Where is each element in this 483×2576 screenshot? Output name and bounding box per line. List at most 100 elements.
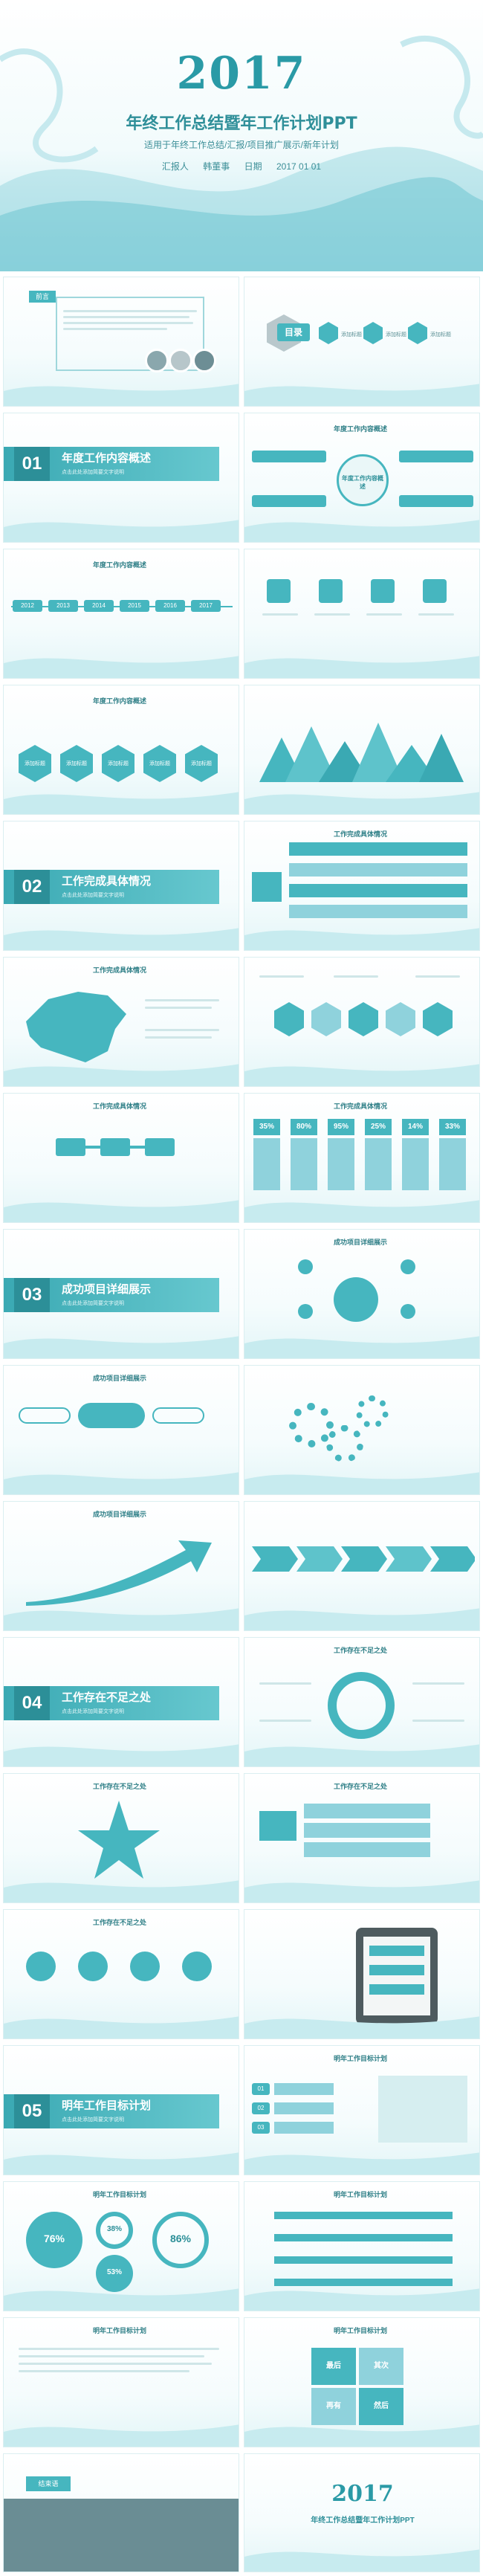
- timeline-year: 2014: [84, 600, 114, 612]
- slide-title: 明年工作目标计划: [93, 2327, 147, 2334]
- hub-label: 年度工作内容概述: [342, 475, 383, 490]
- grid-cell: 再有: [311, 2388, 356, 2425]
- slide-title: 年度工作内容概述: [334, 425, 388, 433]
- slide-title: 明年工作目标计划: [334, 2327, 388, 2334]
- mail-icon: [371, 579, 395, 603]
- toc-tag: 目录: [277, 323, 310, 341]
- ring-small: [96, 2212, 133, 2249]
- slide-title: 工作完成具体情况: [93, 966, 147, 974]
- slide-rings: 明年工作目标计划 76% 38% 86% 53%: [3, 2181, 239, 2311]
- slide-title: 工作存在不足之处: [334, 1783, 388, 1790]
- reporter-name: 韩董事: [203, 161, 230, 172]
- reporter-label: 汇报人: [161, 161, 189, 172]
- mountain-chart: [259, 723, 464, 782]
- slide-gears: [244, 1365, 480, 1495]
- hub-chip: [399, 495, 473, 507]
- hero-year: 2017: [176, 48, 307, 100]
- hero-title: 年终工作总结暨年工作计划PPT: [126, 114, 357, 133]
- slide-title: 工作完成具体情况: [334, 830, 388, 838]
- ring-value: 76%: [43, 2233, 65, 2244]
- slide-grid: 明年工作目标计划 最后 其次 再有 然后: [244, 2317, 480, 2447]
- handshake-icon: [319, 579, 343, 603]
- slide-section-03: 03 成功项目详细展示 点击此处添加简要文字说明: [3, 1229, 239, 1359]
- toc-item-2: 添加标题: [386, 332, 406, 338]
- slide-section-01: 01 年度工作内容概述 点击此处添加简要文字说明: [3, 413, 239, 543]
- slide-title: 明年工作目标计划: [334, 2191, 388, 2198]
- preface-photo-3: [192, 349, 216, 372]
- timeline-year: 2013: [48, 600, 78, 612]
- preface-photo-1: [145, 349, 169, 372]
- title-slide: 2017 年终工作总结暨年工作计划PPT 适用于年终工作总结/汇报/项目推广展示…: [0, 0, 483, 271]
- slide-timeline: 年度工作内容概述 2012 2013 2014 2015 2016 2017: [3, 549, 239, 679]
- timeline-year: 2017: [191, 600, 221, 612]
- section-subtitle: 点击此处添加简要文字说明: [62, 2117, 124, 2123]
- section-number: 01: [14, 447, 50, 481]
- preface-frame: [56, 297, 204, 371]
- block-row: [289, 863, 467, 877]
- slide-section-04: 04 工作存在不足之处 点击此处添加简要文字说明: [3, 1637, 239, 1767]
- toc-item-1: 添加标题: [341, 332, 362, 338]
- megaphone-icon: [423, 579, 447, 603]
- slide-title: 工作存在不足之处: [334, 1647, 388, 1654]
- hub-chip: [252, 451, 326, 462]
- timeline-year: 2016: [155, 600, 185, 612]
- section-number: 04: [14, 1686, 50, 1720]
- slide-hexagons: 年度工作内容概述 添加标题 添加标题 添加标题 添加标题 添加标题: [3, 685, 239, 815]
- preface-photo-2: [169, 349, 192, 372]
- ring-value: 38%: [106, 2225, 122, 2233]
- grid-cell: 其次: [359, 2348, 403, 2385]
- slide-title: 成功项目详细展示: [93, 1375, 147, 1382]
- slide-preface: 前言: [3, 277, 239, 407]
- hex-label: 添加标题: [25, 761, 45, 766]
- slide-title: 工作存在不足之处: [93, 1783, 147, 1790]
- closing-year: 2017: [331, 2481, 394, 2507]
- hub-center: [337, 454, 389, 506]
- closing-tag: 结束语: [26, 2476, 71, 2491]
- percent-value: 33%: [439, 1119, 466, 1135]
- slide-closing-photo: 结束语: [3, 2453, 239, 2572]
- slide-steps: 工作完成具体情况: [3, 1093, 239, 1223]
- hex-label: 添加标题: [149, 761, 170, 766]
- section-subtitle: 点击此处添加简要文字说明: [62, 470, 124, 475]
- grid-cell: 然后: [359, 2388, 403, 2425]
- timeline-year: 2012: [13, 600, 42, 612]
- hero-meta: 汇报人 韩董事 日期 2017 01 01: [0, 160, 483, 172]
- slide-closing: 2017 年终工作总结暨年工作计划PPT: [244, 2453, 480, 2572]
- slide-ring: 工作存在不足之处: [244, 1637, 480, 1767]
- section-title: 成功项目详细展示: [62, 1283, 152, 1296]
- block-row: [289, 842, 467, 856]
- slide-arrow: 成功项目详细展示: [3, 1501, 239, 1631]
- slide-percentages: 工作完成具体情况 35% 80% 95% 25% 14% 33%: [244, 1093, 480, 1223]
- slide-pills: 成功项目详细展示: [3, 1365, 239, 1495]
- hex-label: 添加标题: [108, 761, 129, 766]
- slide-radial: 成功项目详细展示: [244, 1229, 480, 1359]
- toc-item-3: 添加标题: [430, 332, 451, 338]
- plan-row-number: 01: [252, 2083, 270, 2095]
- plan-row-number: 02: [252, 2102, 270, 2114]
- slide-title: 工作完成具体情况: [93, 1103, 147, 1110]
- grid-cell: 最后: [311, 2348, 356, 2385]
- slide-overview-hub: 年度工作内容概述 年度工作内容概述: [244, 413, 480, 543]
- slide-hex-grid: [244, 957, 480, 1087]
- block-row: [289, 884, 467, 897]
- ring-value: 86%: [169, 2233, 192, 2244]
- slide-ladder: 明年工作目标计划: [244, 2181, 480, 2311]
- plan-row-number: 03: [252, 2122, 270, 2134]
- percent-value: 35%: [253, 1119, 280, 1135]
- section-number: 05: [14, 2094, 50, 2128]
- slide-title: 工作完成具体情况: [334, 1103, 388, 1110]
- slide-title: 工作存在不足之处: [93, 1919, 147, 1926]
- section-subtitle: 点击此处添加简要文字说明: [62, 893, 124, 898]
- slide-icons: [244, 549, 480, 679]
- slide-circles: 工作存在不足之处: [3, 1909, 239, 2039]
- slide-title: 明年工作目标计划: [93, 2191, 147, 2198]
- percent-value: 95%: [328, 1119, 354, 1135]
- section-title: 工作完成具体情况: [62, 875, 152, 888]
- slide-cards: 工作存在不足之处: [244, 1773, 480, 1903]
- block-row: [289, 905, 467, 918]
- slide-notebook: [244, 1909, 480, 2039]
- percent-value: 25%: [365, 1119, 392, 1135]
- section-number: 03: [14, 1278, 50, 1312]
- slide-chevrons: [244, 1501, 480, 1631]
